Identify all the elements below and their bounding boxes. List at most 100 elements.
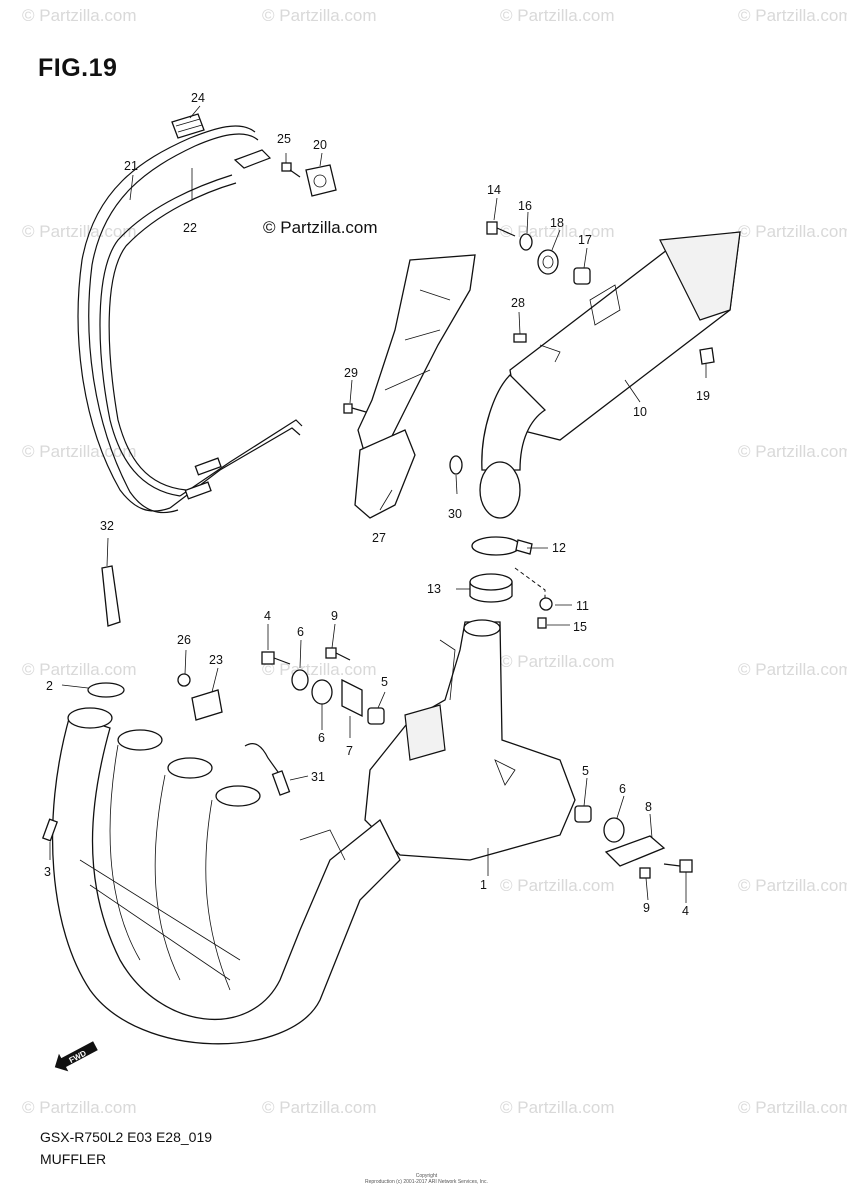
callout-10: 10 (633, 405, 647, 419)
callout-2: 2 (46, 679, 53, 693)
watermark: © Partzilla.com (738, 6, 847, 25)
exhaust-chamber-part-1 (364, 619, 576, 861)
callout-23: 23 (209, 653, 223, 667)
watermark: © Partzilla.com (500, 652, 615, 671)
watermark: © Partzilla.com (22, 6, 137, 25)
callout-30: 30 (448, 507, 462, 521)
muffler-heat-cover-part-27 (354, 254, 476, 519)
bolt-part-9-lower (639, 867, 651, 879)
bolt-part-4-lower (663, 859, 693, 873)
callout-22: 22 (183, 221, 197, 235)
callout-28: 28 (511, 296, 525, 310)
bolt-part-29 (343, 379, 367, 414)
center-copyright: © Partzilla.com (263, 218, 378, 237)
gasket-part-13 (469, 573, 513, 603)
bolt-part-15 (537, 617, 547, 629)
bracket-part-7 (341, 678, 363, 718)
watermark: © Partzilla.com (22, 222, 137, 241)
callout-21: 21 (124, 159, 138, 173)
watermark: © Partzilla.com (22, 1098, 137, 1117)
clamp-part-12 (471, 536, 533, 556)
pulley-cover-part-20 (305, 152, 337, 197)
watermark: © Partzilla.com (262, 660, 377, 679)
washer-part-6-upper (291, 669, 309, 691)
watermark: © Partzilla.com (738, 876, 847, 895)
bolt-part-14 (486, 221, 516, 237)
watermark: © Partzilla.com (500, 6, 615, 25)
callout-18: 18 (550, 216, 564, 230)
bracket-part-23 (191, 689, 223, 721)
exhaust-headers (51, 707, 401, 1045)
bolt-part-4-upper (261, 651, 291, 665)
section-name: MUFFLER (40, 1151, 107, 1167)
callout-4: 4 (264, 609, 271, 623)
gasket-part-2 (87, 682, 125, 698)
callout-5: 5 (582, 764, 589, 778)
clip-part-28 (513, 333, 527, 343)
watermark: © Partzilla.com (738, 222, 847, 241)
callout-19: 19 (696, 389, 710, 403)
callout-12: 12 (552, 541, 566, 555)
callout-4: 4 (682, 904, 689, 918)
watermark: © Partzilla.com (738, 1098, 847, 1117)
callout-5: 5 (381, 675, 388, 689)
callout-13: 13 (427, 582, 441, 596)
model-code: GSX-R750L2 E03 E28_019 (40, 1129, 213, 1145)
grommet-part-6-mid (311, 679, 333, 705)
collar-part-5-upper (367, 707, 385, 725)
leader-lines (49, 105, 707, 903)
callout-7: 7 (346, 744, 353, 758)
callout-15: 15 (573, 620, 587, 634)
grommet-part-6-lower (603, 817, 625, 843)
nut-part-26 (177, 673, 191, 687)
strap-part-32 (101, 565, 121, 627)
fine-print-line-2: Reproduction (c) 2001-2017 ARI Network S… (365, 1179, 488, 1185)
callout-numbers: 1 2 3 4 4 5 5 6 6 6 7 8 9 9 10 11 12 13 … (44, 91, 710, 918)
callout-6: 6 (297, 625, 304, 639)
fine-print: Copyright Reproduction (c) 2001-2017 ARI… (365, 1173, 488, 1185)
washer-part-16 (519, 233, 533, 251)
callout-3: 3 (44, 865, 51, 879)
callout-6: 6 (318, 731, 325, 745)
callout-8: 8 (645, 800, 652, 814)
callout-6: 6 (619, 782, 626, 796)
callout-24: 24 (191, 91, 205, 105)
muffler-part-10 (479, 231, 741, 519)
callout-16: 16 (518, 199, 532, 213)
watermark: © Partzilla.com (738, 660, 847, 679)
screw-part-25 (281, 153, 301, 178)
nut-part-11 (539, 597, 553, 611)
stud-part-3 (41, 818, 59, 842)
watermark: © Partzilla.com (262, 1098, 377, 1117)
watermark: © Partzilla.com (22, 660, 137, 679)
callout-20: 20 (313, 138, 327, 152)
callout-1: 1 (480, 878, 487, 892)
callout-11: 11 (576, 599, 589, 613)
callout-32: 32 (100, 519, 114, 533)
bracket-part-8 (604, 835, 666, 867)
fine-print-line-1: Copyright (415, 1173, 438, 1179)
forward-direction-arrow: FWD (54, 1041, 98, 1072)
callout-9: 9 (331, 609, 338, 623)
callout-17: 17 (578, 233, 592, 247)
cable-clamp-part-24 (171, 113, 205, 139)
gasket-part-30 (449, 455, 463, 475)
watermark: © Partzilla.com (262, 6, 377, 25)
callout-31: 31 (311, 770, 325, 784)
callout-26: 26 (177, 633, 191, 647)
o2-sensor-part-31 (244, 743, 291, 796)
figure-title: FIG.19 (38, 54, 118, 82)
exhaust-valve-cables (77, 125, 303, 514)
callout-25: 25 (277, 132, 291, 146)
nut-part-19 (699, 347, 715, 365)
bolt-part-9-upper (325, 647, 351, 661)
watermark: © Partzilla.com (22, 442, 137, 461)
grommet-part-18 (537, 249, 559, 275)
watermark: © Partzilla.com (738, 442, 847, 461)
callout-29: 29 (344, 366, 358, 380)
callout-27: 27 (372, 531, 386, 545)
callout-14: 14 (487, 183, 501, 197)
callout-9: 9 (643, 901, 650, 915)
